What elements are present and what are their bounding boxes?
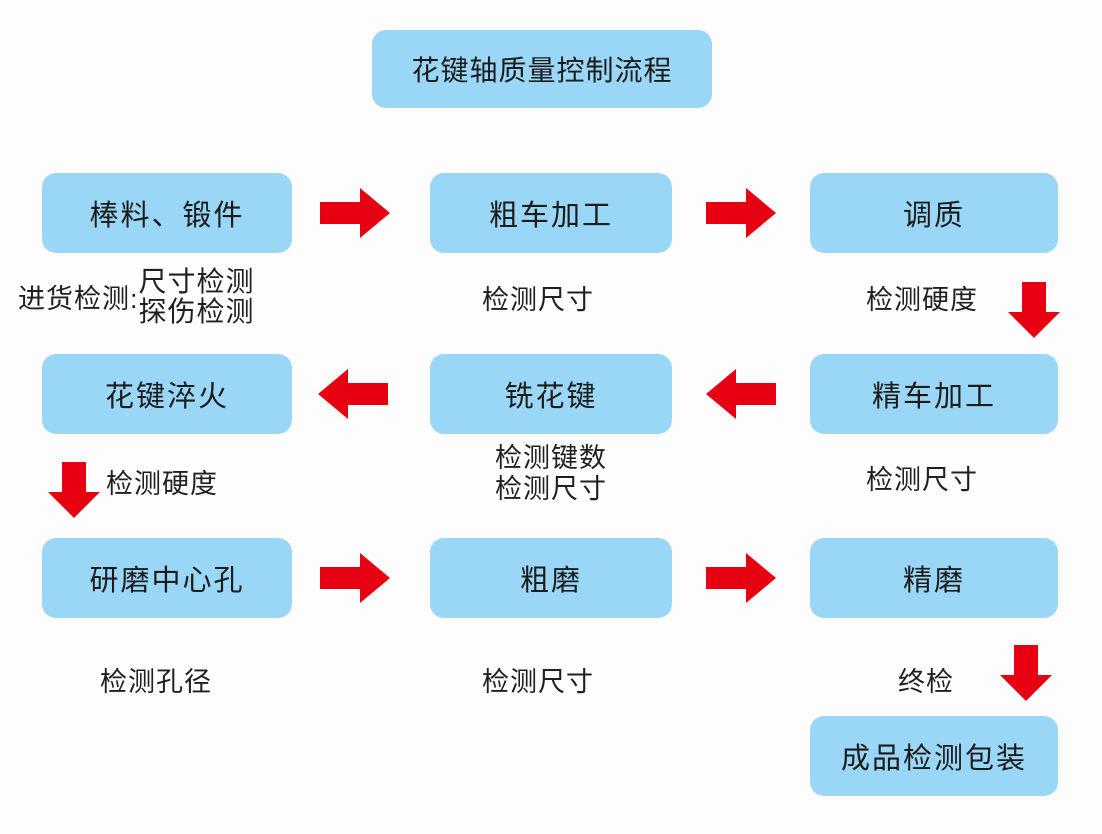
arrow-right-icon [706, 188, 776, 238]
caption-prefix-incoming-inspection: 进货检测: [18, 284, 139, 315]
caption-stack: 尺寸检测 探伤检测 [139, 267, 255, 326]
page-title: 花键轴质量控制流程 [372, 30, 712, 108]
arrow-right-icon [320, 188, 390, 238]
caption-spline-quenching: 检测硬度 [106, 469, 218, 499]
step-box-grind-center-hole[interactable]: 研磨中心孔 [42, 538, 292, 618]
arrow-down-icon [1008, 282, 1060, 338]
step-box-final-inspection-packaging[interactable]: 成品检测包装 [810, 716, 1058, 796]
arrow-left-icon [318, 369, 388, 419]
caption-line: 探伤检测 [138, 295, 255, 327]
caption-fine-grinding: 终检 [898, 667, 954, 697]
caption-grind-center-hole: 检测孔径 [100, 667, 212, 697]
arrow-right-icon [706, 553, 776, 603]
step-box-rough-turning[interactable]: 粗车加工 [430, 173, 672, 253]
step-box-fine-grinding[interactable]: 精磨 [810, 538, 1058, 618]
step-box-quenching-tempering[interactable]: 调质 [810, 173, 1058, 253]
caption-finish-turning: 检测尺寸 [866, 465, 978, 495]
step-box-spline-milling[interactable]: 铣花键 [430, 354, 672, 434]
caption-quenching-tempering: 检测硬度 [866, 285, 978, 315]
caption-line: 检测键数 [495, 443, 607, 473]
arrow-down-icon [48, 462, 100, 518]
caption-line: 检测尺寸 [495, 474, 607, 505]
step-box-spline-quenching[interactable]: 花键淬火 [42, 354, 292, 434]
caption-line: 尺寸检测 [138, 266, 255, 297]
caption-rough-grinding: 检测尺寸 [482, 667, 594, 697]
step-box-rough-grinding[interactable]: 粗磨 [430, 538, 672, 618]
arrow-right-icon [320, 553, 390, 603]
caption-rough-turning: 检测尺寸 [482, 285, 594, 315]
step-box-bar-forging[interactable]: 棒料、锻件 [42, 173, 292, 253]
step-box-finish-turning[interactable]: 精车加工 [810, 354, 1058, 434]
caption-bar-forging: 进货检测: 尺寸检测 探伤检测 [18, 267, 255, 326]
caption-spline-milling: 检测键数 检测尺寸 [430, 443, 672, 505]
arrow-left-icon [706, 369, 776, 419]
arrow-down-icon [1000, 645, 1052, 701]
